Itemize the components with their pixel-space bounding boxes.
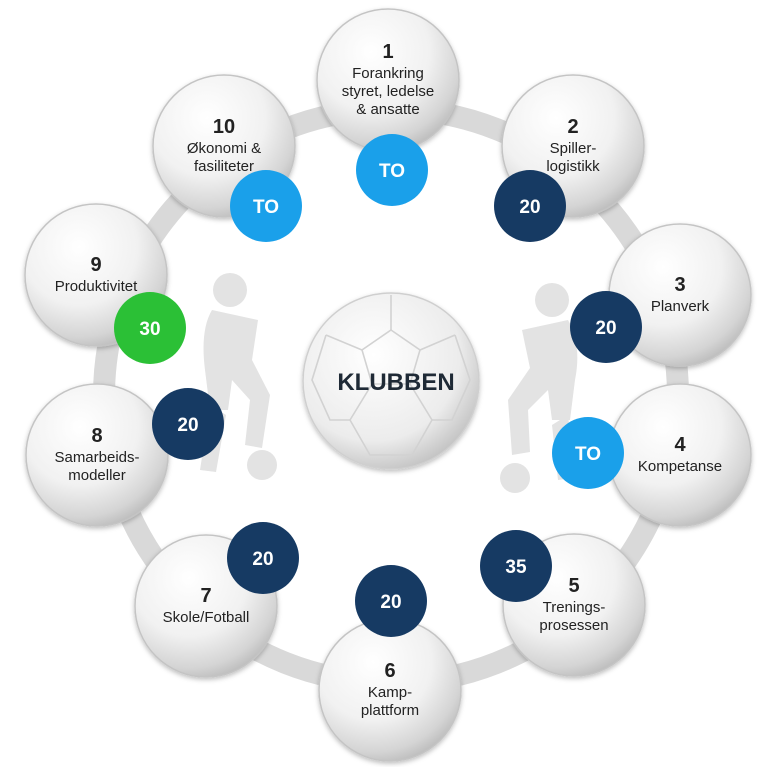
badge-circle (480, 530, 552, 602)
node-label-line: Kamp- (368, 684, 412, 701)
node-number: 7 (200, 585, 211, 607)
node-label-line: Spiller- (550, 140, 597, 157)
node-number: 2 (567, 116, 578, 138)
node-label-line: plattform (361, 702, 419, 719)
node-number: 4 (674, 434, 686, 456)
node-sphere (25, 383, 169, 527)
badge-value: 35 (505, 557, 527, 578)
badge-8: 20 (152, 388, 224, 460)
badge-4: TO (552, 417, 624, 489)
node-number: 8 (91, 425, 102, 447)
node-label-line: Samarbeids- (54, 449, 139, 466)
node-label-line: modeller (68, 467, 126, 484)
node-label-line: Produktivitet (55, 278, 138, 295)
badge-value: 30 (139, 319, 160, 340)
badge-value: 20 (519, 197, 540, 218)
badge-9: 30 (114, 292, 186, 364)
node-label-line: & ansatte (356, 101, 419, 118)
node-label-line: fasiliteter (194, 158, 254, 175)
node-number: 5 (568, 575, 579, 597)
center-label: KLUBBEN (337, 369, 454, 396)
badge-value: TO (575, 444, 601, 465)
badge-circle (152, 388, 224, 460)
badge-circle (552, 417, 624, 489)
badge-circle (230, 170, 302, 242)
badge-2: 20 (494, 170, 566, 242)
badge-value: TO (379, 161, 405, 182)
node-number: 10 (213, 116, 235, 138)
badge-circle (356, 134, 428, 206)
node-label-line: styret, ledelse (342, 83, 435, 100)
badge-5: 35 (480, 530, 552, 602)
node-label-line: Planverk (651, 298, 710, 315)
node-number: 3 (674, 274, 685, 296)
badge-circle (355, 565, 427, 637)
badge-6: 20 (355, 565, 427, 637)
badge-value: 20 (177, 415, 198, 436)
node-number: 9 (90, 254, 101, 276)
badge-value: 20 (595, 318, 616, 339)
badge-circle (494, 170, 566, 242)
node-label-line: Kompetanse (638, 458, 722, 475)
badge-10: TO (230, 170, 302, 242)
badge-value: 20 (380, 592, 401, 613)
node-label-line: Skole/Fotball (163, 609, 250, 626)
badge-value: TO (253, 197, 279, 218)
badge-circle (114, 292, 186, 364)
node-label-line: Trenings- (543, 599, 606, 616)
badge-circle (227, 522, 299, 594)
badge-1: TO (356, 134, 428, 206)
node-label-line: prosessen (539, 617, 608, 634)
football: KLUBBEN (302, 292, 480, 470)
node-number: 1 (382, 41, 393, 63)
badge-circle (570, 291, 642, 363)
badge-7: 20 (227, 522, 299, 594)
node-label-line: Økonomi & (187, 140, 261, 157)
node-label-line: logistikk (546, 158, 600, 175)
badge-3: 20 (570, 291, 642, 363)
badge-value: 20 (252, 549, 273, 570)
node-number: 6 (384, 660, 395, 682)
node-label-line: Forankring (352, 65, 424, 82)
